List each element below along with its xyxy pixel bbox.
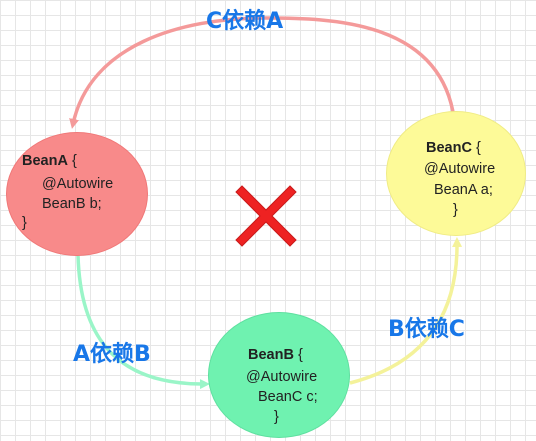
edge-a-to-b bbox=[76, 254, 210, 390]
bean-b-close: } bbox=[274, 409, 279, 425]
edge-label-b-depends-c: B依赖C bbox=[388, 317, 465, 342]
edge-c-to-a bbox=[69, 16, 456, 129]
bean-a-node bbox=[6, 132, 148, 256]
bean-c-open: { bbox=[471, 140, 481, 156]
bean-c-field: BeanA a; bbox=[434, 182, 493, 198]
bean-a-field: BeanB b; bbox=[42, 196, 102, 212]
bean-c-node bbox=[386, 111, 526, 236]
bean-b-code: BeanB { bbox=[248, 346, 303, 365]
bean-c-name: BeanC bbox=[426, 140, 472, 156]
edge-label-c-depends-a: C依赖A bbox=[206, 9, 284, 34]
bean-a-open: { bbox=[67, 153, 77, 169]
bean-b-annotation: @Autowire bbox=[246, 369, 318, 385]
bean-c-annotation: @Autowire bbox=[424, 161, 496, 177]
bean-a-name: BeanA bbox=[22, 153, 68, 169]
bean-a-annotation: @Autowire bbox=[42, 176, 114, 192]
cross-mark-icon bbox=[235, 185, 297, 247]
bean-b-open: { bbox=[293, 347, 303, 363]
bean-c-close: } bbox=[453, 202, 458, 218]
edge-b-to-c bbox=[349, 237, 463, 385]
bean-a-close: } bbox=[22, 215, 27, 231]
bean-c-code: BeanC { bbox=[426, 139, 481, 158]
bean-b-node bbox=[208, 312, 350, 438]
bean-b-field: BeanC c; bbox=[258, 389, 318, 405]
edge-label-a-depends-b: A依赖B bbox=[73, 342, 151, 367]
bean-a-code: BeanA { bbox=[22, 152, 77, 171]
bean-b-name: BeanB bbox=[248, 347, 294, 363]
